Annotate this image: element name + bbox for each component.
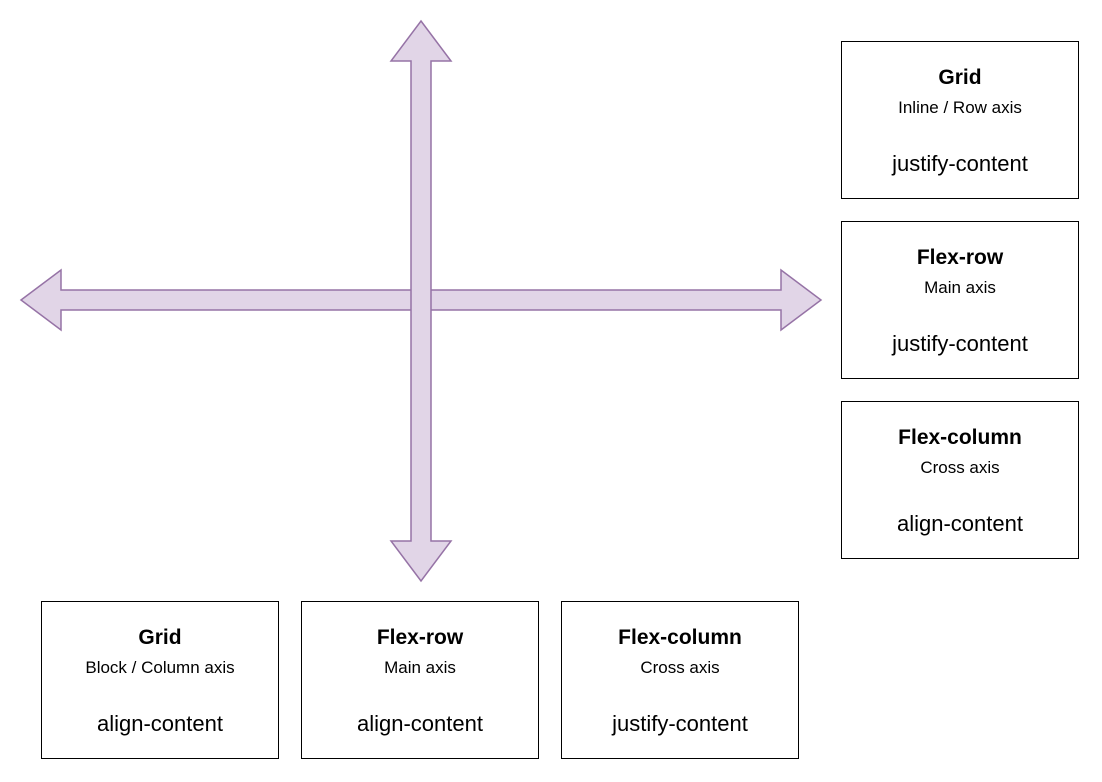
box-subtitle: Main axis [384,658,456,677]
box-subtitle: Block / Column axis [85,658,235,677]
box-property: justify-content [892,331,1028,356]
box-title: Flex-row [916,246,1004,269]
box-title: Flex-column [898,426,1022,449]
grid-column-axis-box: Grid Block / Column axis align-content [41,601,279,759]
box-property: align-content [357,711,483,736]
box-property: justify-content [892,151,1028,176]
box-property: justify-content [612,711,748,736]
box-title: Grid [138,626,182,649]
box-property: align-content [97,711,223,736]
box-subtitle: Cross axis [920,458,1000,477]
box-subtitle: Inline / Row axis [898,98,1022,117]
box-subtitle: Main axis [924,278,996,297]
flex-column-cross-axis-column-box: Flex-column Cross axis justify-content [561,601,799,759]
flex-column-cross-axis-box: Flex-column Cross axis align-content [841,401,1079,559]
vertical-double-arrow [389,19,453,583]
box-subtitle: Cross axis [640,658,720,677]
flex-row-main-axis-column-box: Flex-row Main axis align-content [301,601,539,759]
box-property: align-content [897,511,1023,536]
flex-row-main-axis-box: Flex-row Main axis justify-content [841,221,1079,379]
grid-row-axis-box: Grid Inline / Row axis justify-content [841,41,1079,199]
box-title: Grid [938,66,982,89]
box-title: Flex-column [618,626,742,649]
box-title: Flex-row [376,626,464,649]
